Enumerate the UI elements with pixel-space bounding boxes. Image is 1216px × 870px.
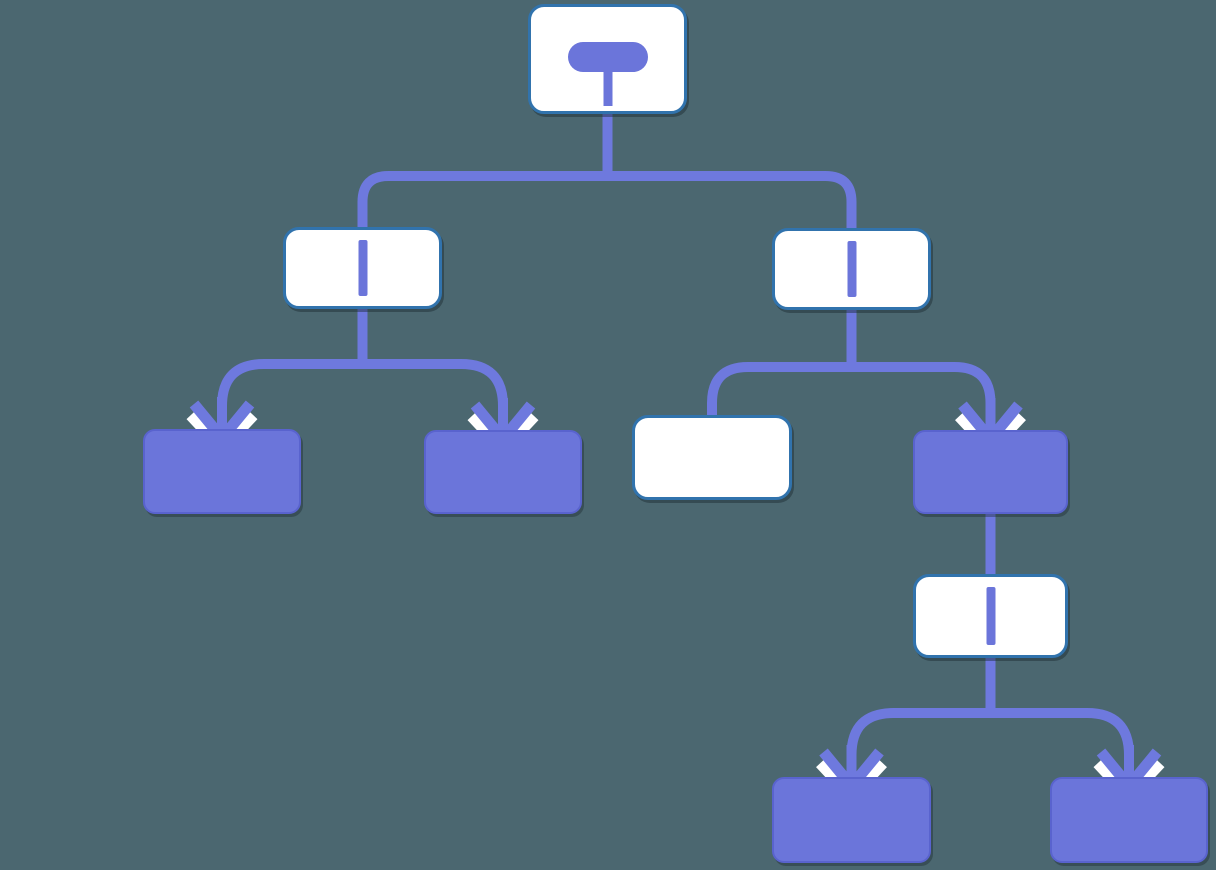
tree-node-leaf-3[interactable] bbox=[632, 415, 792, 500]
connector-branch bbox=[707, 362, 852, 418]
tree-node-root[interactable] bbox=[528, 4, 687, 114]
tree-node-leaf-1[interactable] bbox=[143, 429, 301, 514]
tree-node-branch-left[interactable] bbox=[283, 227, 442, 309]
pass-through-line-icon bbox=[847, 241, 856, 297]
connector-branch bbox=[357, 171, 608, 230]
connector-branch bbox=[607, 171, 857, 231]
root-pill-icon bbox=[567, 42, 648, 72]
tree-node-leaf-4[interactable] bbox=[772, 777, 931, 863]
pass-through-line-icon bbox=[986, 587, 995, 645]
tree-node-mid-right[interactable] bbox=[913, 430, 1068, 514]
tree-node-leaf-5[interactable] bbox=[1050, 777, 1208, 863]
tree-node-branch-right[interactable] bbox=[772, 228, 931, 310]
tree-node-pass-right[interactable] bbox=[913, 574, 1068, 658]
tree-node-leaf-2[interactable] bbox=[424, 430, 582, 514]
pass-through-line-icon bbox=[358, 240, 367, 296]
root-stem-icon bbox=[603, 70, 612, 106]
